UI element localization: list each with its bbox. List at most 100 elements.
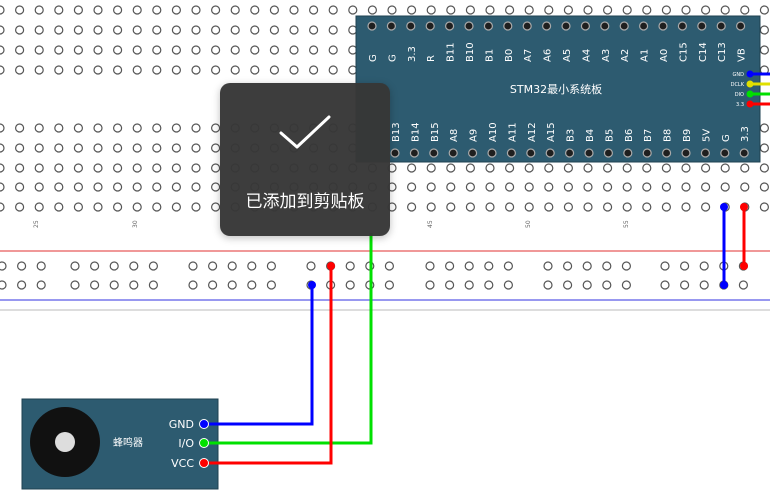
hole xyxy=(269,5,279,15)
hole xyxy=(485,163,495,173)
hole xyxy=(561,21,571,31)
hole xyxy=(582,261,592,271)
hole xyxy=(621,261,632,271)
hole xyxy=(661,5,672,15)
hole xyxy=(93,143,103,153)
hole xyxy=(152,143,162,153)
hole xyxy=(112,5,123,15)
hole xyxy=(211,45,221,55)
hole xyxy=(0,280,7,290)
pin-gnd[interactable] xyxy=(199,419,209,429)
hole xyxy=(406,21,416,31)
board-pin-label: G xyxy=(721,134,732,142)
hole xyxy=(445,261,455,271)
hole xyxy=(34,202,44,212)
debug-pin-label: DIO xyxy=(735,92,744,98)
buzzer-pin-label-gnd: GND xyxy=(169,418,194,431)
board-pin-label: G xyxy=(387,54,398,62)
debug-pin-label: DCLK xyxy=(731,82,745,88)
hole xyxy=(132,202,142,212)
hole xyxy=(522,21,532,31)
hole xyxy=(152,123,162,133)
hole xyxy=(227,280,237,290)
hole xyxy=(484,261,494,271)
board-pin-label: B6 xyxy=(624,129,635,142)
hole xyxy=(562,280,573,290)
hole xyxy=(112,65,123,75)
hole xyxy=(73,5,84,15)
hole xyxy=(73,163,84,173)
hole xyxy=(503,280,513,290)
hole xyxy=(602,202,613,212)
hole xyxy=(109,261,119,271)
hole xyxy=(171,25,181,35)
hole xyxy=(563,182,574,192)
hole xyxy=(697,21,707,31)
hole xyxy=(700,5,711,15)
hole xyxy=(740,182,750,192)
hole xyxy=(171,45,181,55)
hole xyxy=(230,5,240,15)
board-pin-label: B8 xyxy=(663,129,674,142)
hole xyxy=(289,5,299,15)
hole xyxy=(759,123,770,133)
hole xyxy=(15,202,25,212)
hole xyxy=(54,182,64,192)
hole xyxy=(580,21,591,31)
hole xyxy=(132,123,142,133)
hole xyxy=(642,148,652,158)
hole xyxy=(191,65,201,75)
buzzer-module[interactable]: 蜂鸣器 GND I/O VCC xyxy=(21,398,219,490)
debug-wires xyxy=(746,70,770,108)
hole xyxy=(191,123,201,133)
hole xyxy=(720,5,730,15)
hole xyxy=(544,182,554,192)
hole xyxy=(211,202,221,212)
hole xyxy=(660,280,670,290)
hole xyxy=(152,202,162,212)
pin-vcc[interactable] xyxy=(199,458,209,468)
hole xyxy=(448,148,458,158)
hole xyxy=(623,148,633,158)
hole xyxy=(112,25,123,35)
hole xyxy=(171,5,181,15)
hole xyxy=(73,65,84,75)
board-pin-label: A10 xyxy=(488,122,499,142)
hole xyxy=(700,163,711,173)
hole xyxy=(54,123,64,133)
hole xyxy=(348,5,358,15)
hole xyxy=(446,5,456,15)
hole xyxy=(171,202,181,212)
hole xyxy=(328,25,338,35)
hole xyxy=(34,25,44,35)
hole xyxy=(73,202,84,212)
hole xyxy=(15,45,25,55)
hole xyxy=(129,261,139,271)
hole xyxy=(230,25,240,35)
board-pin-label: B15 xyxy=(430,122,441,142)
hole xyxy=(132,25,142,35)
hole xyxy=(132,65,142,75)
hole xyxy=(681,202,691,212)
hole xyxy=(506,148,516,158)
hole xyxy=(485,182,495,192)
hole xyxy=(93,182,103,192)
hole xyxy=(15,5,25,15)
hole xyxy=(54,163,64,173)
hole xyxy=(230,65,240,75)
hole xyxy=(148,261,158,271)
hole xyxy=(132,143,142,153)
hole xyxy=(328,5,338,15)
hole xyxy=(93,65,103,75)
hole xyxy=(602,163,613,173)
hole xyxy=(367,21,377,31)
hole xyxy=(211,123,221,133)
pin-io[interactable] xyxy=(199,438,209,448)
hole xyxy=(309,25,319,35)
hole xyxy=(563,202,574,212)
board-pin-label: B5 xyxy=(604,129,615,142)
hole xyxy=(720,148,730,158)
hole xyxy=(386,21,396,31)
hole xyxy=(171,65,181,75)
